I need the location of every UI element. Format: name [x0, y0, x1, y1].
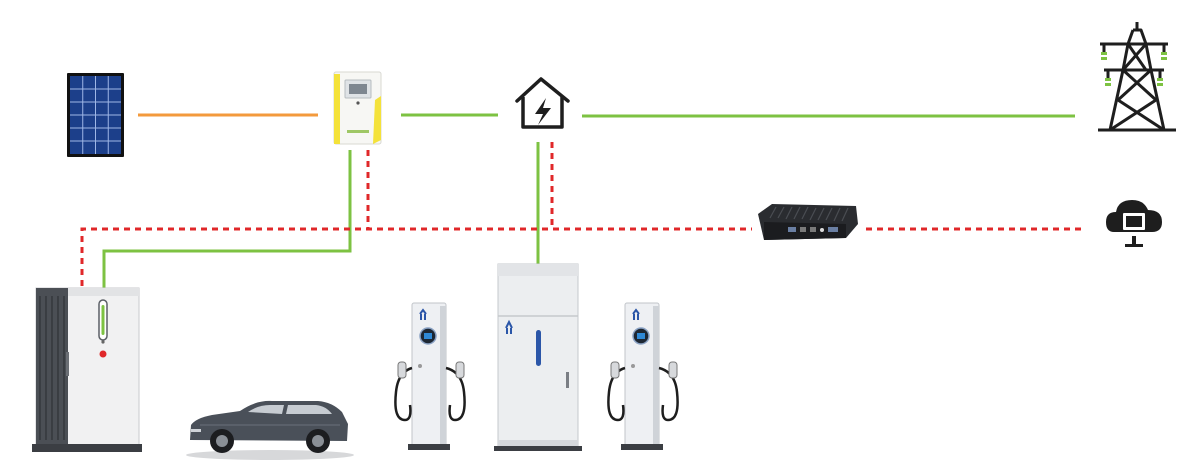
electric-vehicle [186, 400, 354, 460]
battery-storage [32, 287, 142, 452]
car-icon [186, 400, 354, 460]
cloud-platform [1106, 200, 1162, 247]
insulator-accents [1101, 52, 1167, 86]
battery-cabinet-icon [32, 287, 142, 452]
ev-charger-icon [607, 302, 679, 450]
home [515, 77, 570, 129]
inverter-to-battery-line [102, 150, 352, 290]
hybrid-inverter [333, 71, 382, 145]
solar-panel-icon [67, 73, 124, 157]
inverter-icon [333, 71, 382, 145]
mini-pc-icon [758, 204, 858, 240]
house-lightning-icon [515, 77, 570, 129]
power-cabinet [494, 263, 582, 451]
dc-charger-left [394, 302, 466, 450]
power-cabinet-icon [494, 263, 582, 451]
ev-charger-icon [394, 302, 466, 450]
cloud-monitor-icon [1106, 200, 1162, 247]
connection-lines [80, 113, 1082, 290]
dc-charger-right [607, 302, 679, 450]
solar-panel [67, 73, 124, 157]
edge-gateway [758, 204, 858, 240]
utility-grid [1098, 22, 1176, 132]
comm-bus-line [80, 227, 752, 286]
power-tower-icon [1098, 22, 1176, 132]
